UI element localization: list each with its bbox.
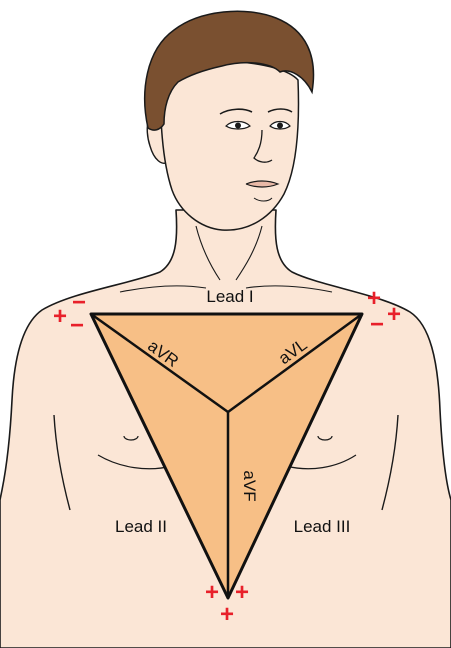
left-leg-plus-sign-right: + xyxy=(235,579,249,606)
face-outline xyxy=(160,61,298,230)
right-arm-plus-sign: + xyxy=(53,303,67,330)
left-arm-plus-sign-right: + xyxy=(387,301,401,328)
lead-i-label: Lead I xyxy=(206,287,253,306)
lead-ii-label: Lead II xyxy=(115,517,167,536)
right-pupil xyxy=(277,123,283,129)
mouth xyxy=(246,181,278,187)
lead-iii-label: Lead III xyxy=(294,517,351,536)
left-arm-minus-sign: − xyxy=(370,311,384,338)
left-pupil xyxy=(235,123,241,129)
right-arm-minus-sign-bottom: − xyxy=(70,312,84,339)
left-arm-plus-sign-top: + xyxy=(367,285,381,312)
left-leg-plus-sign-bottom: + xyxy=(220,601,234,628)
left-leg-plus-sign-left: + xyxy=(205,579,219,606)
avf-label: aVF xyxy=(240,470,259,501)
